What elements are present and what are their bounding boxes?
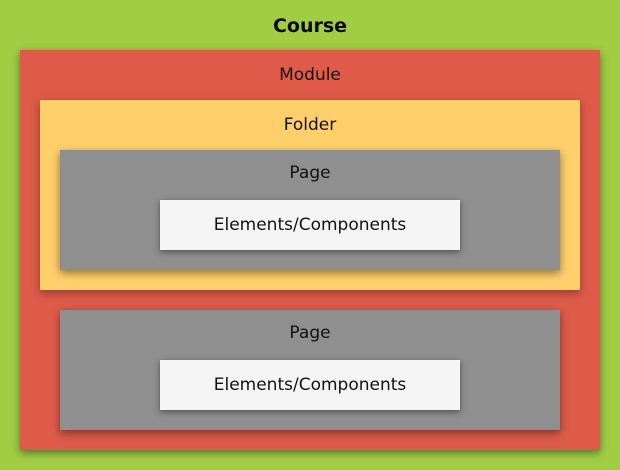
- page-label: Page: [289, 323, 331, 343]
- elements-components-box-in-module-page: Elements/Components: [160, 360, 460, 410]
- module-label: Module: [279, 65, 341, 85]
- page-label: Page: [289, 163, 331, 183]
- course-label: Course: [272, 15, 348, 37]
- folder-label: Folder: [283, 115, 337, 135]
- elements-components-box-in-folder-page: Elements/Components: [160, 200, 460, 250]
- elements-components-label: Elements/Components: [213, 375, 407, 395]
- elements-components-label: Elements/Components: [213, 215, 407, 235]
